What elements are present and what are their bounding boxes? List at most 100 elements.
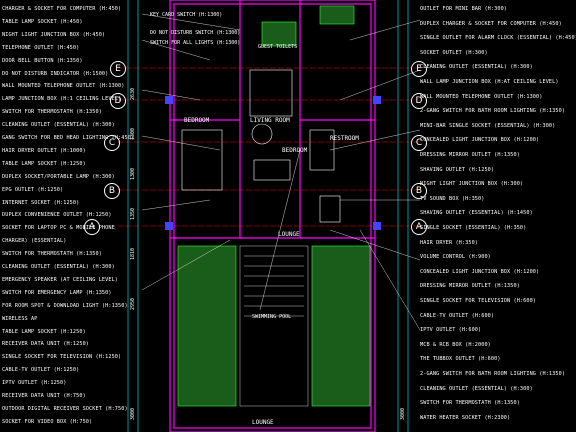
label-english: CONCEALED LIGHT JUNCTION BOX (H:1200) [420, 268, 540, 275]
left-label-item: FOR ROOM SPOT & DOWNLOAD LIGHT (H:1350) [2, 297, 128, 309]
right-label-item: CONCEALED LIGHT JUNCTION BOX (H:1200) [420, 263, 539, 275]
left-label-item: CHARGER) (ESSENTIAL) [2, 232, 66, 244]
left-label-item: SOCKET FOR LAPTOP PC & MOBILE PHONE [2, 219, 115, 231]
label-english: WALL MOUNTED TELEPHONE OUTLET (H:1300) [2, 83, 125, 90]
label-english: RECEIVER DATA UNIT (H:750) [2, 393, 86, 399]
label-english: TABLE LAMP SOCKET (H:450) [2, 18, 83, 25]
label-english: MINI-BAR SINGLE SOCKET (ESSENTIAL) (H:30… [420, 122, 556, 129]
label-english: HAIR DRYER (H:350) [420, 239, 479, 246]
label-english: LAMP JUNCTION BOX (H:1 CEILING LEVEL) [2, 96, 122, 103]
label-english: SINGLE OUTLET FOR ALARM CLOCK (ESSENTIAL… [420, 35, 576, 42]
planting-areas [177, 5, 371, 407]
label-english: TELEPHONE OUTLET (H:450) [2, 44, 80, 51]
right-label-item: SINGLE SOCKET FOR TELEVISION (H:600) [420, 292, 536, 304]
label-english: DRESSING MIRROR OUTLET (H:1350) [420, 283, 520, 290]
label-english: WIRELESS AP [2, 315, 38, 322]
axis-left-a: A [84, 219, 100, 235]
dim-5: 1810 [130, 247, 136, 260]
room-lounge-bottom: LOUNGE [252, 419, 274, 426]
left-label-item: DUPLEX SOCKET/PORTABLE LAMP (H:300) [2, 168, 115, 180]
label-english: CHARGER & SOCKET FOR COMPUTER (H:450) [2, 6, 122, 12]
left-label-item: SWITCH FOR EMERGENCY LAMP (H:1350) [2, 284, 112, 296]
right-label-item: THE TUBBOX OUTLET (H:600) [420, 350, 501, 362]
label-english: WALL LAMP JUNCTION BOX (H:AT CEILING LEV… [420, 79, 559, 85]
left-label-item: WALL MOUNTED TELEPHONE OUTLET (H:1300) [2, 77, 124, 89]
furniture [181, 69, 341, 223]
label-english: 2-GANG SWITCH FOR BATH ROOM LIGHTING (H:… [420, 371, 566, 377]
left-label-item: EMERGENCY SPEAKER (AT CEILING LEVEL) [2, 271, 118, 283]
dim-2: 1300 [130, 127, 136, 140]
left-label-item: EPG OUTLET (H:1250) [2, 181, 63, 193]
label-english: INTERNET SOCKET (H:1250) [2, 199, 80, 206]
label-english: CABLE-TV OUTLET (H:600) [420, 312, 495, 319]
label-english: DUPLEX CHARGER & SOCKET FOR COMPUTER (H:… [420, 20, 562, 27]
label-english: VOLUME CONTROL (H:900) [420, 254, 491, 261]
right-label-item: 2-GANG SWITCH FOR BATH ROOM LIGHTING (H:… [420, 365, 565, 377]
label-english: FOR ROOM SPOT & DOWNLOAD LIGHT (H:1350) [2, 302, 128, 309]
label-english: IPTV OUTLET (H:600) [420, 327, 482, 334]
left-label-item: RECEIVER DATA UNIT (H:750) [2, 387, 86, 399]
dim-4: 1350 [130, 207, 136, 220]
axis-left-d: D [110, 93, 126, 109]
right-label-item: SHAVING OUTLET (ESSENTIAL) (H:1450) [420, 204, 533, 216]
label-english: DRESSING MIRROR OUTLET (H:1350) [420, 152, 520, 158]
right-label-item: CLEANING OUTLET (ESSENTIAL) (H:300) [420, 380, 533, 392]
label-english: SWITCH FOR EMERGENCY LAMP (H:1350) [2, 289, 112, 296]
dim-3: 1300 [130, 167, 136, 180]
left-label-item: SWITCH FOR THERMOSTATH (H:1350) [2, 103, 102, 115]
label-english: CLEANING OUTLET (ESSENTIAL) (H:300) [420, 64, 533, 71]
right-label-item: CONCEALED LIGHT JUNCTION BOX (H:1200) [420, 131, 539, 143]
room-bedroom-left: BEDROOM [184, 117, 210, 124]
axis-left-b: B [104, 183, 120, 199]
left-label-item: CHARGER & SOCKET FOR COMPUTER (H:450) [2, 0, 121, 12]
dim-8: 3000 [400, 407, 406, 420]
label-english: CLEANING OUTLET (ESSENTIAL) (H:300) [2, 264, 115, 270]
label-english: HAIR DRYER OUTLET (H:1000) [2, 147, 86, 154]
label-english: SWITCH FOR THERMOSTATH (H:1350) [2, 109, 102, 116]
label-english: SHAVING OUTLET (H:1250) [420, 166, 495, 173]
left-label-item: INTERNET SOCKET (H:1250) [2, 194, 79, 206]
right-label-item: WATER HEATER SOCKET (H:2300) [420, 409, 510, 421]
top-label-guest-toilets: GUEST TOILETS [258, 44, 298, 50]
right-label-item: SINGLE OUTLET FOR ALARM CLOCK (ESSENTIAL… [420, 29, 576, 41]
right-label-item: WALL LAMP JUNCTION BOX (H:AT CEILING LEV… [420, 73, 559, 85]
right-label-item: SINGLE SOCKET (ESSENTIAL) (H:350) [420, 219, 526, 231]
label-english: SINGLE SOCKET FOR TELEVISION (H:600) [420, 298, 537, 304]
axis-left-c: C [104, 135, 120, 151]
left-label-item: OUTDOOR DIGITAL RECEIVER SOCKET (H:750) [2, 400, 128, 412]
label-english: SINGLE SOCKET FOR TELEVISION (H:1250) [2, 354, 122, 361]
left-label-item: IPTV OUTLET (H:1250) [2, 374, 66, 386]
label-english: SWITCH FOR THERMOSTATH (H:1350) [2, 251, 102, 258]
room-lounge-mid: LOUNGE [278, 231, 300, 238]
label-english: IPTV OUTLET (H:1250) [2, 380, 67, 387]
label-english: CLEANING OUTLET (ESSENTIAL) (H:300) [2, 122, 115, 129]
label-english: TV SOUND BOX (H:350) [420, 195, 485, 202]
label-english: NIGHT LIGHT JUNCTION BOX (H:450) [2, 31, 106, 38]
label-english: SINGLE SOCKET (ESSENTIAL) (H:350) [420, 225, 527, 231]
room-restroom: RESTROOM [330, 135, 359, 142]
left-label-item: NIGHT LIGHT JUNCTION BOX (H:450) [2, 26, 105, 38]
leader-lines [141, 13, 421, 331]
label-english: CHARGER) (ESSENTIAL) [2, 238, 67, 245]
label-english: SWITCH FOR THERMOSTATH (H:1350) [420, 400, 520, 407]
label-english: SOCKET FOR VIDEO BOX (H:750) [2, 418, 93, 425]
left-label-item: SOCKET FOR VIDEO BOX (H:750) [2, 413, 92, 425]
label-english: SOCKET FOR LAPTOP PC & MOBILE PHONE [2, 225, 115, 232]
right-label-item: HAIR DRYER (H:350) [420, 234, 478, 246]
right-label-item: CLEANING OUTLET (ESSENTIAL) (H:300) [420, 58, 533, 70]
label-english: DUPLEX SOCKET/PORTABLE LAMP (H:300) [2, 173, 115, 180]
right-label-item: DRESSING MIRROR OUTLET (H:1350) [420, 277, 520, 289]
room-living: LIVING ROOM [250, 117, 290, 124]
label-english: CABLE-TV OUTLET (H:1250) [2, 367, 80, 374]
label-english: THE TUBBOX OUTLET (H:600) [420, 356, 501, 363]
left-label-item: TABLE LAMP SOCKET (H:450) [2, 13, 83, 25]
axis-right-a: A [411, 219, 427, 235]
label-english: CLEANING OUTLET (ESSENTIAL) (H:300) [420, 385, 533, 392]
structural-columns [165, 96, 381, 230]
label-english: SOCKET OUTLET (H:300) [420, 49, 488, 56]
left-label-item: TELEPHONE OUTLET (H:450) [2, 39, 79, 51]
axis-right-e: E [411, 61, 427, 77]
left-label-item: GANG SWITCH FOR BED HEAD LIGHTING (H:450… [2, 129, 134, 141]
label-english: EMERGENCY SPEAKER (AT CEILING LEVEL) [2, 276, 119, 283]
left-label-item: TABLE LAMP SOCKET (H:1250) [2, 155, 86, 167]
